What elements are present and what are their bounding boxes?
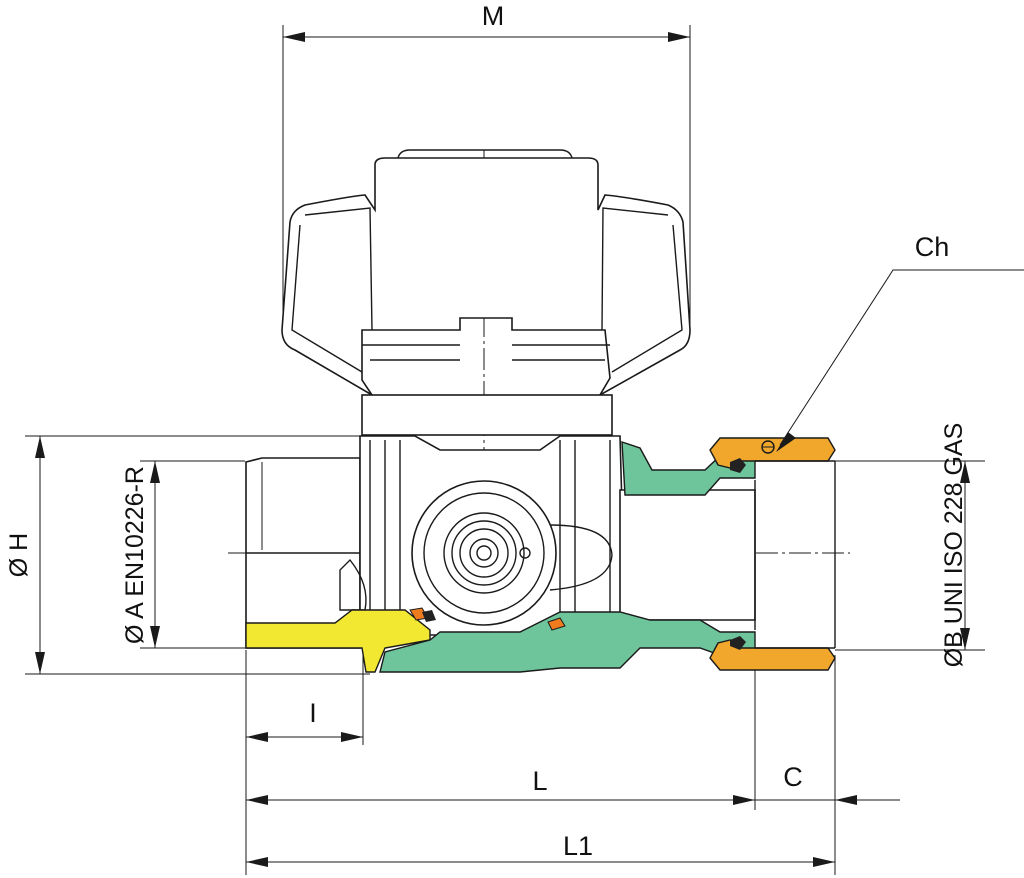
green-body-section-lower xyxy=(379,611,756,673)
label-B: ØB UNI ISO 228 GAS xyxy=(940,423,968,668)
label-Ch: Ch xyxy=(915,232,950,262)
label-L1: L1 xyxy=(563,831,593,861)
valve-body xyxy=(245,435,756,649)
label-A: Ø A EN10226-R xyxy=(121,466,149,644)
label-L: L xyxy=(532,766,547,796)
seal-ring-bottom xyxy=(730,636,746,650)
label-H: Ø H xyxy=(5,533,33,577)
label-I: I xyxy=(309,698,317,728)
extension-lines xyxy=(25,25,985,875)
yellow-spigot-section xyxy=(245,609,431,673)
label-M: M xyxy=(482,1,505,31)
valve-handle xyxy=(281,149,691,436)
orange-nut-bottom xyxy=(709,639,836,671)
dimension-lines xyxy=(35,32,1024,867)
seal-ring-top xyxy=(730,458,746,473)
label-C: C xyxy=(783,762,803,792)
seal-right xyxy=(547,617,566,631)
